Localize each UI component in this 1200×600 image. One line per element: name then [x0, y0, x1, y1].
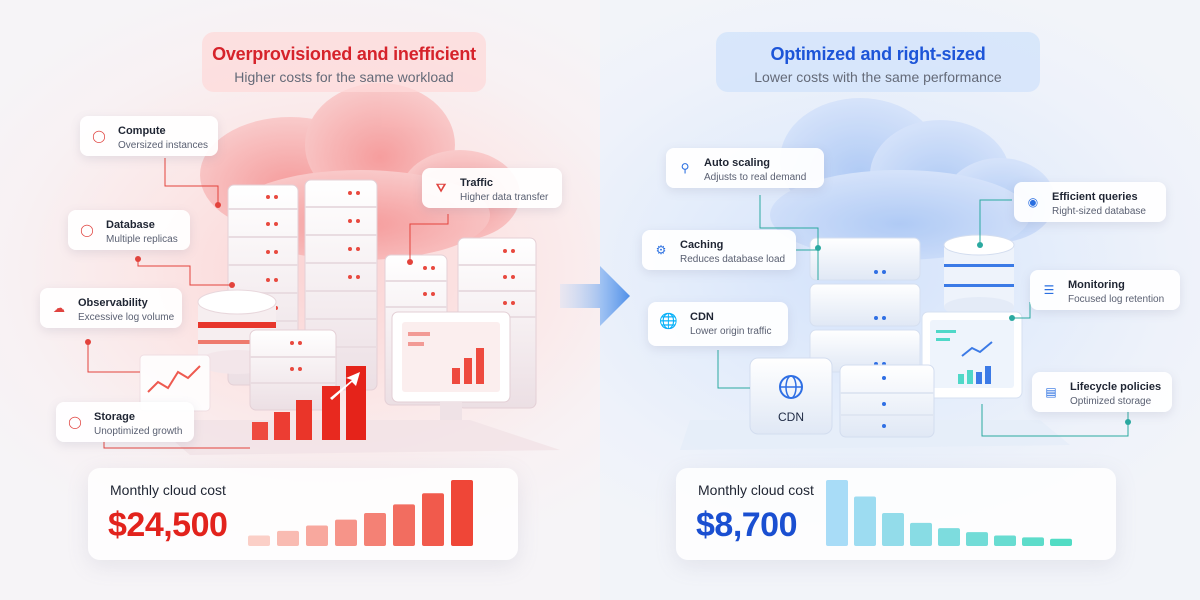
cost-value: $24,500 — [108, 506, 228, 544]
callout-lifecycle-policies: ▤ Lifecycle policies Optimized storage — [1032, 372, 1172, 412]
line-chart-card — [139, 354, 211, 412]
server-box — [839, 364, 935, 438]
cloud-upload-icon: ☁ — [53, 301, 65, 315]
cost-trend-bars — [248, 480, 473, 546]
trend-bar — [994, 535, 1016, 546]
trend-bar — [451, 480, 473, 546]
cdn-box: CDN — [749, 357, 833, 435]
trend-bar — [393, 504, 415, 546]
cost-label: Monthly cloud cost — [698, 482, 814, 498]
cost-value: $8,700 — [696, 506, 798, 544]
trend-bar — [1022, 537, 1044, 546]
magnifier-icon: ⚲ — [680, 161, 690, 175]
callout-database: ◯ Database Multiple replicas — [68, 210, 190, 250]
callout-desc: Oversized instances — [118, 140, 209, 151]
trend-bar — [364, 513, 386, 546]
callout-desc: Higher data transfer — [460, 192, 549, 203]
database-icon: ◯ — [80, 223, 94, 237]
trend-bar — [1050, 538, 1072, 546]
callout-desc: Lower origin traffic — [690, 326, 772, 337]
trend-bar — [938, 528, 960, 546]
trend-bar — [910, 522, 932, 546]
trend-bar — [854, 496, 876, 546]
before-heading: Overprovisioned and inefficient Higher c… — [202, 32, 486, 92]
callout-desc: Adjusts to real demand — [704, 172, 807, 183]
after-title: Optimized and right-sized — [770, 44, 986, 64]
dashboard-monitor — [921, 311, 1023, 399]
callout-title: Observability — [78, 297, 148, 309]
server-stack — [809, 237, 921, 373]
trend-bar — [966, 532, 988, 546]
layers-icon: ☰ — [1043, 283, 1055, 297]
callout-traffic: ⛛ Traffic Higher data transfer — [422, 168, 562, 208]
callout-title: Efficient queries — [1052, 191, 1138, 203]
callout-cdn: 🌐 CDN Lower origin traffic — [648, 302, 788, 346]
cache-icon: ⚙ — [655, 243, 667, 257]
trend-bar — [277, 530, 299, 546]
callout-title: Lifecycle policies — [1070, 381, 1162, 393]
callout-storage: ◯ Storage Unoptimized growth — [56, 402, 194, 442]
document-icon: ▤ — [1045, 385, 1057, 399]
trend-bar — [248, 535, 270, 546]
query-icon: ◉ — [1027, 195, 1039, 209]
callout-title: Monitoring — [1068, 279, 1125, 291]
callout-title: Auto scaling — [704, 157, 771, 169]
after-panel: CDN Optimized and right-sized Lower cost… — [600, 0, 1200, 600]
compute-icon: ◯ — [92, 129, 106, 143]
before-infrastructure-illustration — [139, 83, 560, 455]
callout-auto-scaling: ⚲ Auto scaling Adjusts to real demand — [666, 148, 824, 188]
callout-caching: ⚙ Caching Reduces database load — [642, 230, 796, 270]
callout-desc: Right-sized database — [1052, 206, 1146, 217]
after-subtitle: Lower costs with the same performance — [754, 69, 1002, 85]
callout-title: Compute — [118, 125, 166, 137]
before-subtitle: Higher costs for the same workload — [234, 69, 454, 85]
callout-desc: Reduces database load — [680, 254, 786, 265]
callout-title: CDN — [690, 311, 714, 323]
server-box — [249, 329, 337, 411]
before-title: Overprovisioned and inefficient — [212, 44, 476, 64]
trend-bar — [882, 513, 904, 546]
callout-desc: Focused log retention — [1068, 294, 1165, 305]
storage-icon: ◯ — [68, 415, 82, 429]
callout-title: Traffic — [460, 177, 494, 189]
trend-bar — [826, 480, 848, 546]
callout-title: Storage — [94, 411, 135, 423]
shield-icon: ⛛ — [435, 181, 447, 195]
callout-efficient-queries: ◉ Efficient queries Right-sized database — [1014, 182, 1166, 222]
cdn-box-label: CDN — [778, 410, 804, 424]
after-heading: Optimized and right-sized Lower costs wi… — [716, 32, 1040, 92]
after-infrastructure-illustration: CDN — [680, 98, 1070, 450]
after-cost-card: Monthly cloud cost $8,700 — [676, 468, 1116, 560]
globe-icon: 🌐 — [659, 313, 678, 330]
trend-bar — [306, 525, 328, 546]
callout-observability: ☁ Observability Excessive log volume — [40, 288, 182, 328]
trend-bar — [422, 493, 444, 546]
before-cost-card: Monthly cloud cost $24,500 — [88, 468, 518, 560]
callout-desc: Unoptimized growth — [94, 426, 183, 437]
trend-bar — [335, 519, 357, 546]
callout-monitoring: ☰ Monitoring Focused log retention — [1030, 270, 1180, 310]
callout-desc: Multiple replicas — [106, 234, 178, 245]
cost-trend-bars — [826, 480, 1072, 546]
cost-label: Monthly cloud cost — [110, 482, 226, 498]
after-connector-lines — [717, 195, 1131, 437]
before-connector-lines — [85, 158, 449, 449]
callout-compute: ◯ Compute Oversized instances — [80, 116, 218, 156]
dashboard-monitor — [391, 311, 511, 420]
transition-arrow-icon — [560, 266, 630, 326]
before-panel: Overprovisioned and inefficient Higher c… — [0, 0, 600, 600]
callout-title: Database — [106, 219, 155, 231]
callout-desc: Excessive log volume — [78, 312, 175, 323]
cost-growth-bars — [252, 366, 366, 440]
callout-desc: Optimized storage — [1070, 396, 1152, 407]
callout-title: Caching — [680, 239, 724, 251]
